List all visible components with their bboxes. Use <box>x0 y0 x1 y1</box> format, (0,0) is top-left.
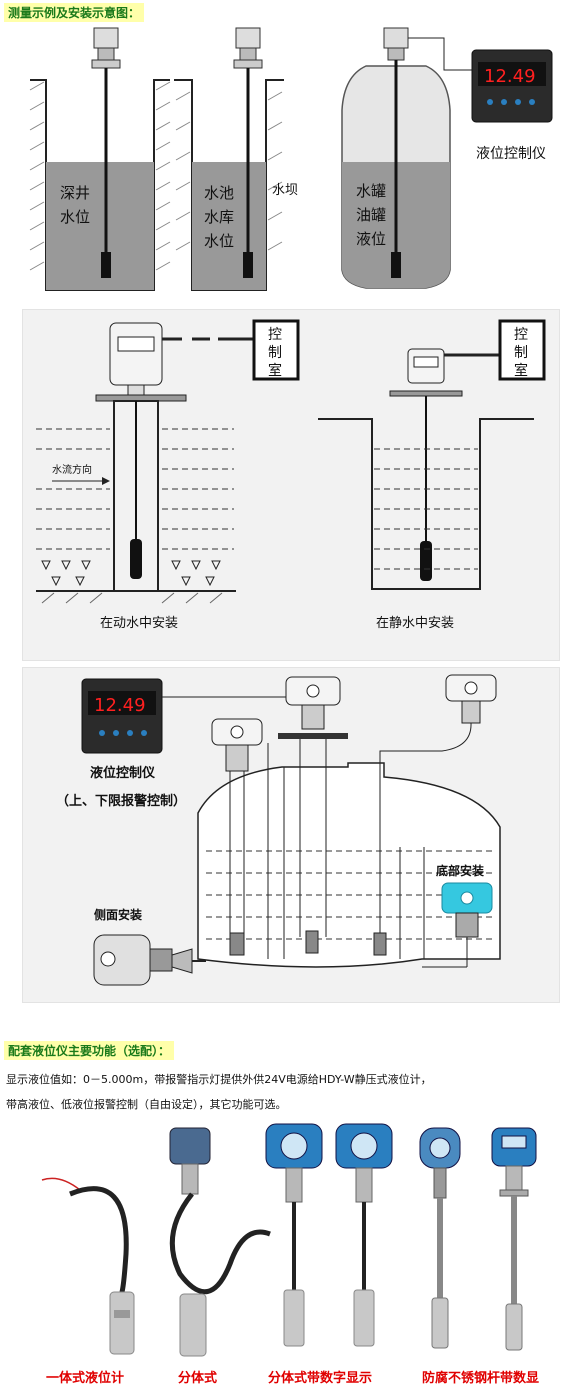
product-photos <box>41 1123 537 1357</box>
tank-label-line1: 水罐 <box>356 182 386 200</box>
static-water-install <box>318 319 546 590</box>
product-integrated-gauge <box>41 1177 135 1355</box>
control-room-right-1: 控 <box>514 327 528 343</box>
tank-label-line3: 液位 <box>356 230 386 248</box>
tank-controller-device: 12.49 <box>81 678 163 754</box>
flow-direction-label: 水流方向 <box>52 463 92 476</box>
tank-controller-label: 液位控制仪 <box>90 765 156 781</box>
controller-display-value: 12.49 <box>484 66 536 87</box>
level-controller-device: 12.49 <box>471 49 553 123</box>
caption-static-water: 在静水中安装 <box>376 616 454 631</box>
caption-flowing-water: 在动水中安装 <box>100 616 178 631</box>
side-mount-label: 侧面安装 <box>94 907 142 922</box>
caption-integrated-gauge: 一体式液位计 <box>46 1371 125 1386</box>
top-mount-transmitter <box>278 676 348 954</box>
product-split-type <box>169 1127 271 1357</box>
tank-installation-diagram: 12.49 液位控制仪 （上、下限报警控制） <box>56 674 501 986</box>
control-room-left-3: 室 <box>268 362 282 379</box>
control-room-right-3: 室 <box>514 362 528 379</box>
cable-transmitter <box>373 674 497 956</box>
side-mount-transmitter <box>93 934 206 986</box>
tank-controller-display: 12.49 <box>94 695 146 716</box>
bottom-mount-label: 底部安装 <box>436 863 484 878</box>
well2-label-line1: 水池 <box>204 184 234 202</box>
caption-split-type: 分体式 <box>178 1371 218 1386</box>
control-room-right-2: 制 <box>514 345 528 361</box>
alarm-control-label: （上、下限报警控制） <box>56 793 186 809</box>
product-stainless-rod-2 <box>491 1127 537 1351</box>
left-top-transmitter <box>211 718 263 956</box>
product-split-digital-2 <box>335 1123 393 1347</box>
caption-stainless-rod: 防腐不锈钢杆带数显 <box>422 1371 540 1386</box>
bottom-mount-transmitter <box>422 882 493 968</box>
well2-label-line2: 水库 <box>204 208 234 226</box>
controller-label: 液位控制仪 <box>476 146 546 162</box>
control-room-left-2: 制 <box>268 345 282 361</box>
dam-label: 水坝 <box>272 183 298 198</box>
caption-split-digital: 分体式带数字显示 <box>268 1371 373 1386</box>
control-room-left-1: 控 <box>268 327 282 343</box>
well2-label-line3: 水位 <box>204 232 234 250</box>
deep-well-diagram <box>29 27 171 291</box>
function-description-line1: 显示液位值如：0－5.000m，带报警指示灯提供外供24V电源给HDY-W静压式… <box>6 1073 432 1086</box>
flowing-static-water-diagram: 控 制 室 水流方向 在动水中安装 控 制 室 在静水中安装 <box>36 319 546 631</box>
product-split-digital-1 <box>265 1123 323 1347</box>
section-heading-installation: 测量示例及安装示意图： <box>4 3 145 22</box>
product-stainless-rod-1 <box>419 1127 461 1349</box>
section-heading-functions: 配套液位仪主要功能（选配）： <box>4 1041 175 1060</box>
tank-label-line2: 油罐 <box>356 206 386 224</box>
reservoir-diagram <box>174 27 284 291</box>
installation-examples-diagram: 深井 水位 水池 水库 水位 水坝 水罐 油罐 液位 12.49 <box>29 27 553 291</box>
well1-label-line2: 水位 <box>60 208 90 226</box>
function-description-line2: 带高液位、低液位报警控制（自由设定），其它功能可选。 <box>6 1098 287 1111</box>
flowing-water-install <box>36 319 300 604</box>
well1-label-line1: 深井 <box>60 184 90 202</box>
storage-tank-diagram <box>341 27 472 289</box>
